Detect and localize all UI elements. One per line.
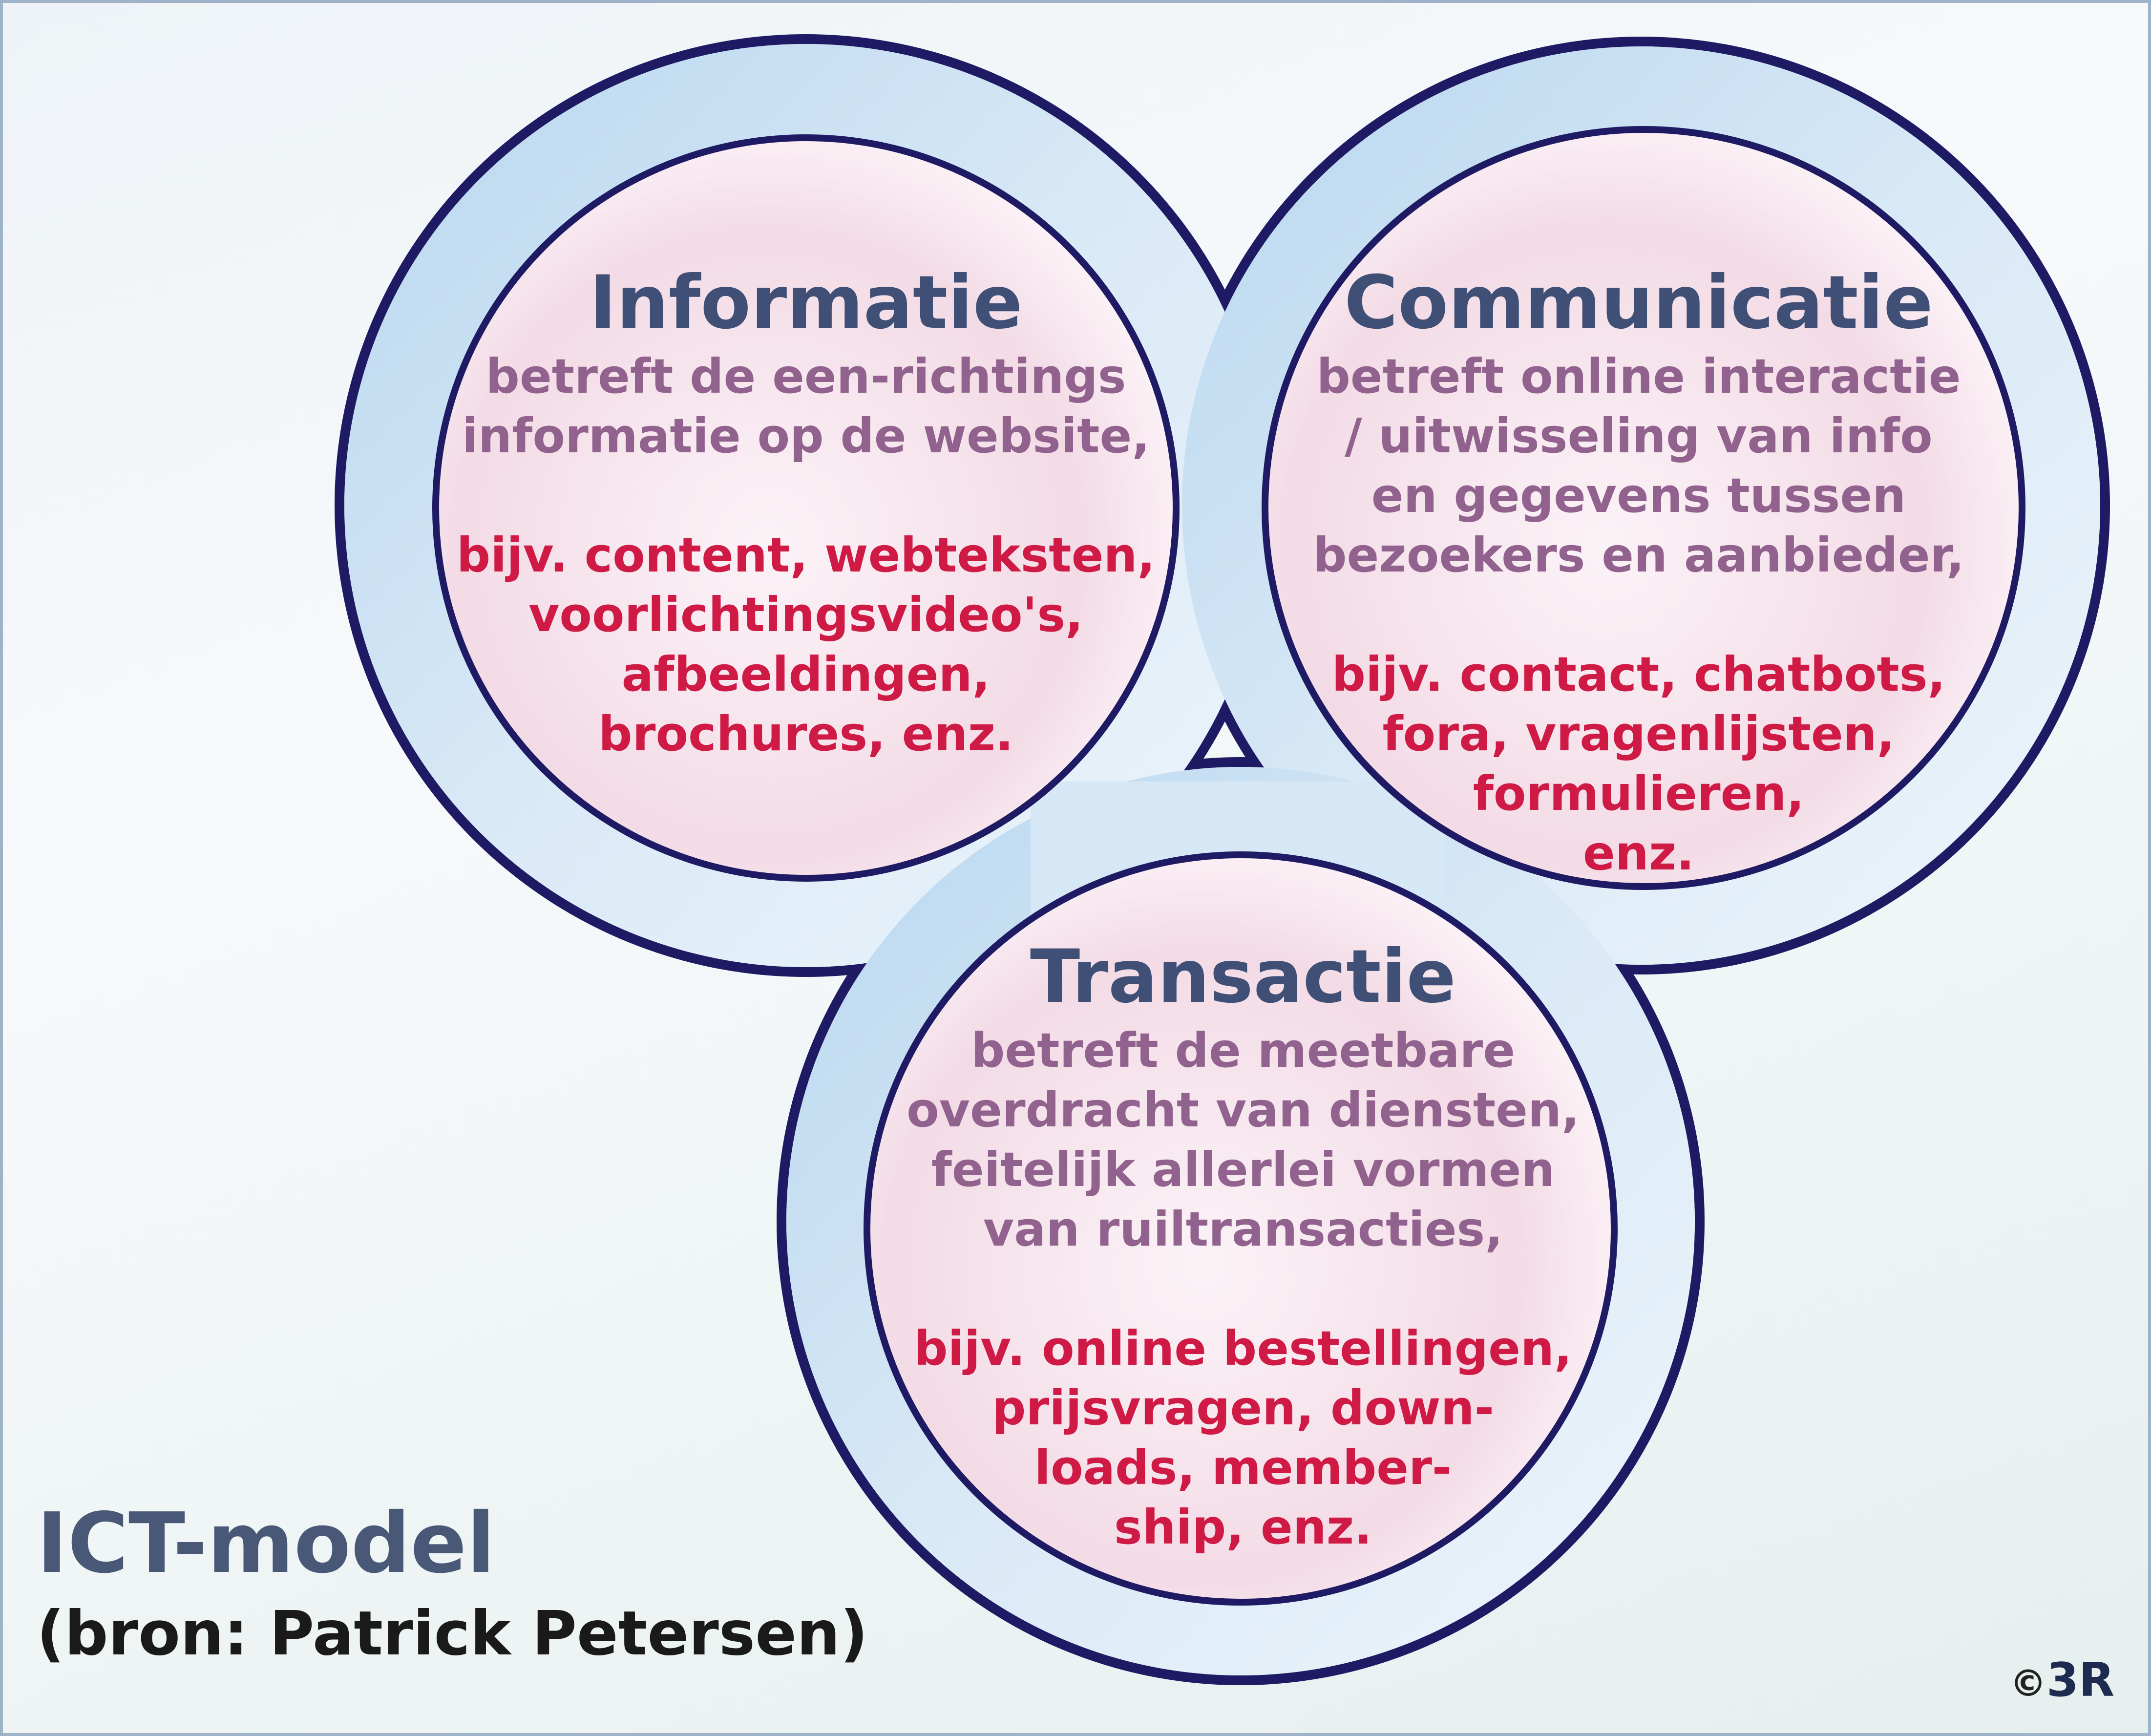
communicatie-description: betreft online interactie / uitwisseling… bbox=[1313, 349, 1964, 583]
transactie-title: Transactie bbox=[1030, 934, 1456, 1019]
informatie-title: Informatie bbox=[589, 260, 1023, 345]
copyright-symbol: © bbox=[2010, 1662, 2046, 1705]
logo-mark: 3R bbox=[2046, 1653, 2115, 1707]
communicatie-examples: bijv. contact, chatbots, fora, vragenlij… bbox=[1331, 647, 1946, 881]
diagram-title: ICT-model bbox=[37, 1495, 495, 1592]
informatie-block: Informatie betreft de een-richtings info… bbox=[440, 259, 1172, 764]
inner-circle-communicatie bbox=[1262, 126, 2025, 890]
transactie-description: betreft de meetbare overdracht van diens… bbox=[907, 1023, 1580, 1257]
communicatie-block: Communicatie betreft online interactie /… bbox=[1265, 259, 2012, 883]
transactie-examples: bijv. online bestellingen, prijsvragen, … bbox=[914, 1321, 1572, 1555]
communicatie-title: Communicatie bbox=[1344, 260, 1933, 345]
inner-circle-transactie bbox=[864, 851, 1618, 1606]
transactie-block: Transactie betreft de meetbare overdrach… bbox=[874, 933, 1612, 1557]
inner-circle-informatie bbox=[432, 134, 1180, 882]
informatie-description: betreft de een-richtings informatie op d… bbox=[462, 349, 1150, 464]
copyright-logo: ©3R bbox=[2010, 1653, 2114, 1710]
diagram-source: (bron: Patrick Petersen) bbox=[37, 1598, 868, 1669]
informatie-examples: bijv. content, webteksten, voorlichtings… bbox=[456, 528, 1156, 762]
